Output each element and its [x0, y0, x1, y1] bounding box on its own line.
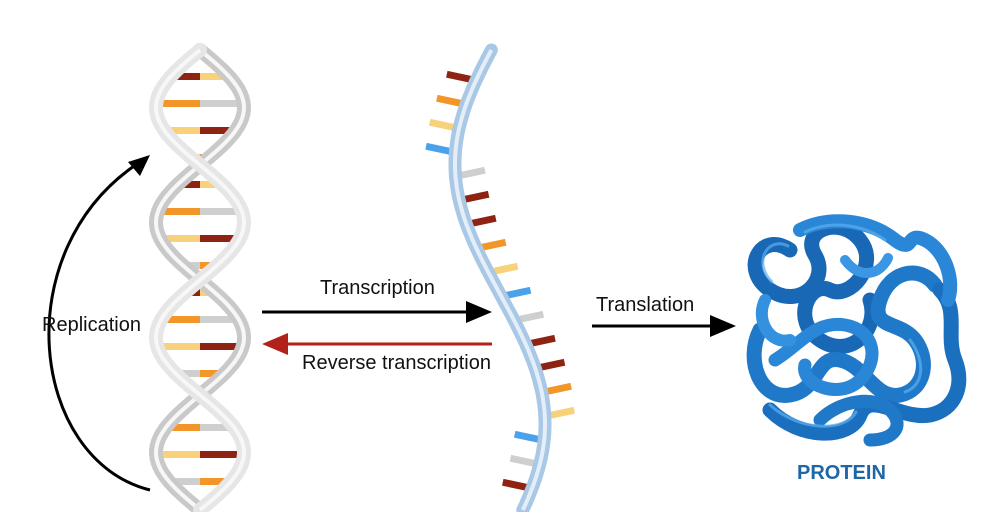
folded-protein-icon	[746, 214, 967, 447]
transcription-label: Transcription	[320, 277, 435, 299]
translation-label: Translation	[596, 294, 695, 316]
reverse-transcription-arrowhead	[262, 333, 288, 355]
single-strand-helix-icon	[425, 43, 575, 512]
rna-base	[544, 406, 575, 420]
dna-base	[200, 73, 229, 80]
reverse-transcription-label: Reverse transcription	[302, 352, 491, 374]
rna-base	[425, 142, 457, 156]
dna-base	[171, 73, 200, 80]
dna-base	[157, 343, 200, 350]
transcription-arrowhead	[466, 301, 492, 323]
dna-base	[159, 235, 200, 242]
rna-base	[509, 454, 541, 468]
translation-arrowhead	[710, 315, 736, 337]
protein-label: PROTEIN	[797, 462, 886, 484]
dna-base	[200, 343, 243, 350]
replication-arrowhead	[128, 155, 150, 176]
dna-base	[200, 235, 241, 242]
dna-base	[156, 100, 200, 107]
dna-base	[200, 181, 222, 188]
dna-backbone-highlight	[153, 48, 247, 512]
dna-base	[200, 451, 244, 458]
dna-base	[156, 451, 200, 458]
replication-arrow	[47, 160, 151, 492]
double-helix-icon	[148, 43, 252, 512]
dna-base	[200, 478, 232, 485]
dna-base	[200, 424, 234, 431]
dna-base	[161, 316, 200, 323]
dna-base	[200, 100, 244, 107]
rna-base	[513, 430, 545, 444]
rna-base	[454, 166, 486, 180]
dna-base	[164, 127, 200, 134]
rna-base	[429, 118, 460, 132]
rna-backbone-highlight	[453, 49, 547, 511]
dna-base	[200, 370, 225, 377]
rna-base	[458, 190, 490, 204]
rna-base	[541, 382, 572, 396]
dna-base	[178, 181, 200, 188]
dna-base	[166, 424, 200, 431]
dna-base	[175, 370, 200, 377]
dna-base	[200, 127, 236, 134]
dna-base	[200, 208, 242, 215]
dna-base	[168, 478, 200, 485]
dna-base	[200, 316, 239, 323]
replication-label: Replication	[42, 314, 141, 336]
dna-base	[158, 208, 200, 215]
